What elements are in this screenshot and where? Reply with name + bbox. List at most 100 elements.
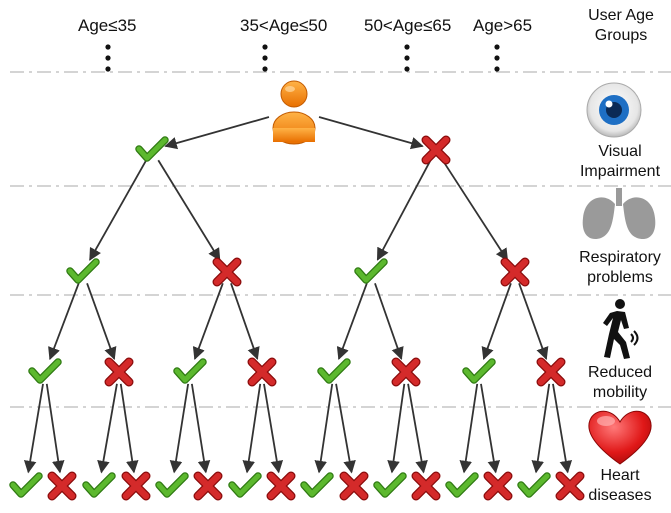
check-icon bbox=[228, 472, 262, 498]
tree-edge bbox=[48, 282, 80, 361]
side-title-line-1: User Age bbox=[588, 7, 654, 24]
cross-icon bbox=[104, 357, 134, 387]
ellipsis-dot bbox=[494, 44, 500, 50]
level-label-respiratory-line-1: Respiratory bbox=[579, 249, 661, 266]
age-group-label-2: 35<Age≤50 bbox=[240, 16, 328, 35]
ellipsis-dot bbox=[262, 44, 268, 50]
tree-edge bbox=[518, 282, 549, 361]
tree-edge bbox=[552, 383, 573, 474]
cross-icon bbox=[193, 471, 223, 501]
cross-icon bbox=[500, 257, 530, 287]
side-title-line-2: Groups bbox=[594, 27, 648, 44]
age-group-dots bbox=[105, 44, 500, 72]
tree-edge bbox=[459, 383, 479, 474]
tree-edge bbox=[314, 383, 334, 474]
tree-edge bbox=[318, 116, 424, 150]
walking-person-icon bbox=[603, 299, 639, 359]
check-icon bbox=[9, 472, 43, 498]
heart-icon bbox=[588, 410, 652, 465]
level-label-visual-line-1: Visual bbox=[598, 143, 642, 160]
cross-icon bbox=[212, 257, 242, 287]
eye-icon bbox=[586, 82, 642, 138]
tree-edge bbox=[86, 282, 117, 361]
ellipsis-dot bbox=[105, 66, 111, 72]
cross-icon bbox=[339, 471, 369, 501]
tree-edge bbox=[336, 282, 368, 361]
tree-edge bbox=[97, 383, 118, 474]
ellipsis-dot bbox=[404, 44, 410, 50]
check-icon bbox=[135, 136, 169, 162]
tree-edge bbox=[23, 383, 44, 474]
tree-edge bbox=[230, 283, 260, 360]
level-label-mobility-line-2: mobility bbox=[592, 384, 648, 401]
tree-edge bbox=[242, 383, 262, 474]
tree-edge bbox=[481, 282, 512, 361]
tree-edge bbox=[190, 383, 211, 474]
cross-icon bbox=[247, 357, 277, 387]
level-label-respiratory-line-2: problems bbox=[587, 269, 653, 286]
tree-edge bbox=[263, 383, 284, 474]
tree-edge bbox=[164, 116, 270, 150]
tree-edge bbox=[169, 383, 190, 474]
check-icon bbox=[173, 358, 207, 384]
cross-icon bbox=[391, 357, 421, 387]
check-icon bbox=[155, 472, 189, 498]
age-group-label-3: 50<Age≤65 bbox=[364, 16, 452, 35]
age-group-label-1: Age≤35 bbox=[78, 16, 137, 35]
check-icon bbox=[82, 472, 116, 498]
cross-icon bbox=[47, 471, 77, 501]
level-label-visual: Visual Impairment bbox=[568, 142, 671, 182]
tree-edge bbox=[376, 160, 432, 261]
check-icon bbox=[462, 358, 496, 384]
check-icon bbox=[66, 258, 100, 284]
cross-icon bbox=[411, 471, 441, 501]
tree-edge bbox=[157, 159, 221, 262]
lungs-icon bbox=[582, 188, 656, 240]
ellipsis-dot bbox=[105, 44, 111, 50]
level-label-mobility: Reduced mobility bbox=[568, 363, 671, 403]
tree-edge bbox=[119, 383, 139, 474]
ellipsis-dot bbox=[262, 66, 268, 72]
level-label-heart: Heart diseases bbox=[568, 466, 671, 506]
cross-icon bbox=[555, 471, 585, 501]
tree-edges bbox=[23, 116, 573, 474]
level-label-mobility-line-1: Reduced bbox=[587, 364, 653, 381]
level-label-respiratory: Respiratory problems bbox=[568, 248, 671, 288]
level-label-heart-line-1: Heart bbox=[600, 467, 640, 484]
tree-edge bbox=[89, 160, 147, 261]
level-label-visual-line-2: Impairment bbox=[579, 163, 661, 180]
tree-edge bbox=[480, 383, 501, 474]
check-icon bbox=[517, 472, 551, 498]
ellipsis-dot bbox=[494, 66, 500, 72]
ellipsis-dot bbox=[404, 55, 410, 61]
level-label-heart-line-2: diseases bbox=[588, 487, 652, 504]
user-icon bbox=[272, 80, 316, 145]
check-icon bbox=[373, 472, 407, 498]
tree-edge bbox=[387, 383, 406, 474]
tree-edge bbox=[407, 383, 428, 474]
cross-icon bbox=[483, 471, 513, 501]
check-icon bbox=[445, 472, 479, 498]
tree-edge bbox=[45, 383, 65, 474]
tree-edge bbox=[192, 282, 224, 361]
check-icon bbox=[300, 472, 334, 498]
ellipsis-dot bbox=[404, 66, 410, 72]
check-icon bbox=[28, 358, 62, 384]
age-group-label-4: Age>65 bbox=[473, 16, 533, 35]
tree-nodes bbox=[9, 135, 585, 501]
cross-icon bbox=[121, 471, 151, 501]
side-title: User Age Groups bbox=[576, 6, 666, 46]
tree-edge bbox=[335, 383, 356, 474]
cross-icon bbox=[536, 357, 566, 387]
check-icon bbox=[354, 258, 388, 284]
tree-edge bbox=[374, 283, 404, 360]
tree-edge bbox=[531, 383, 551, 474]
cross-icon bbox=[421, 135, 451, 165]
ellipsis-dot bbox=[105, 55, 111, 61]
ellipsis-dot bbox=[494, 55, 500, 61]
check-icon bbox=[317, 358, 351, 384]
ellipsis-dot bbox=[262, 55, 268, 61]
cross-icon bbox=[266, 471, 296, 501]
